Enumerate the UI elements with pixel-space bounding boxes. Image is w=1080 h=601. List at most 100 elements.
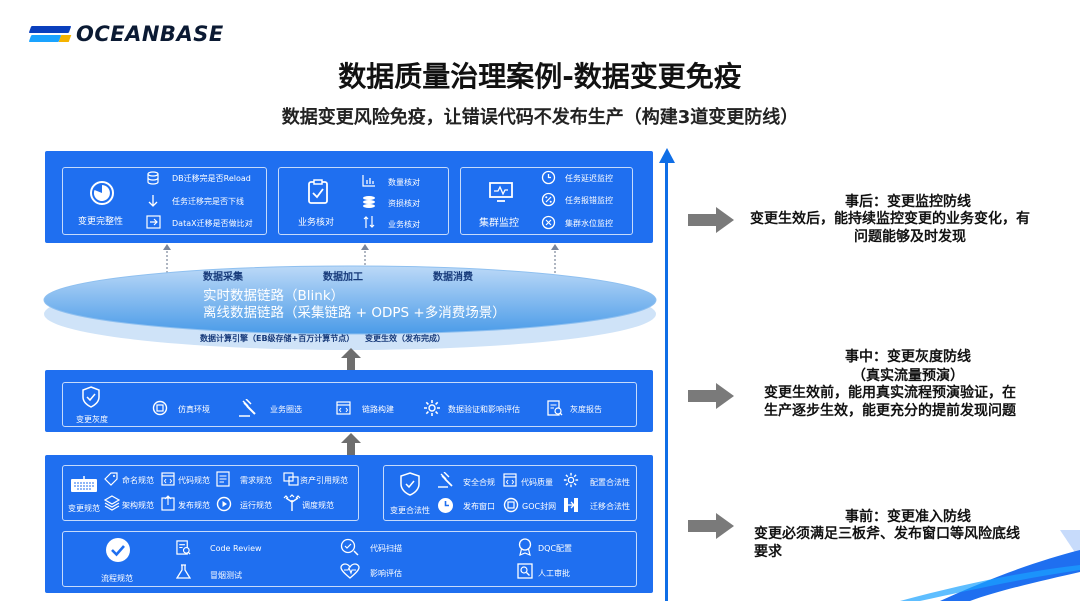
stop-circle-icon (503, 497, 519, 513)
gear-icon-2 (563, 472, 579, 488)
page-title: 数据质量治理案例-数据变更免疫 (338, 60, 742, 93)
during-title: 事中：变更灰度防线 (845, 349, 971, 365)
integrity-item-2: 任务迁移完是否下线 (172, 197, 244, 206)
gray-item-link: 链路构建 (362, 405, 394, 414)
gray-item-report: 灰度报告 (570, 405, 602, 414)
badge-icon (517, 538, 533, 556)
gear-icon (423, 399, 441, 417)
cluster-monitor-box (460, 167, 633, 235)
shield-check-icon-2 (400, 472, 420, 496)
coins-icon (362, 195, 376, 209)
spec-architecture: 架构规范 (122, 501, 154, 510)
database-icon (146, 171, 160, 185)
change-effective-note: 变更生效（发布完成） (365, 334, 445, 343)
verify-box (278, 167, 449, 235)
spec-naming: 命名规范 (122, 476, 154, 485)
after-line-1: 变更生效后，能持续监控变更的业务变化，有 (750, 211, 1030, 227)
ellipse-label-process: 数据加工 (323, 272, 363, 283)
arrow-right-before (688, 513, 734, 539)
compliance-code-quality: 代码质量 (521, 478, 553, 487)
close-circle-icon (541, 215, 556, 230)
verify-item-2: 资损核对 (388, 199, 420, 208)
keyboard-icon (70, 475, 98, 493)
compliance-config: 配置合法性 (590, 478, 630, 487)
ellipse-label-consume: 数据消费 (433, 272, 473, 283)
up-arrow-1 (341, 348, 361, 370)
integrity-label: 变更完整性 (78, 217, 124, 227)
spec-asset-ref: 资产引用规范 (300, 476, 348, 485)
process-dqc-config: DQC配置 (538, 544, 573, 553)
after-title: 事后：变更监控防线 (845, 194, 971, 210)
integrity-item-1: DB迁移完是否Reload (172, 174, 251, 183)
decorative-swoosh (900, 530, 1080, 601)
code-icon-2 (503, 473, 517, 487)
process-box (62, 531, 637, 587)
arrow-right-during (688, 383, 734, 409)
up-arrow-2 (341, 433, 361, 455)
during-line-2: 生产逐步生效，能更充分的提前发现问题 (764, 403, 1016, 419)
code-icon (161, 472, 175, 486)
during-line-1: 变更生效前，能用真实流程预演验证，在 (764, 385, 1016, 401)
gray-item-simulation: 仿真环境 (178, 405, 210, 414)
compute-engine-note: 数据计算引擎（EB级存储+百万计算节点） (200, 334, 355, 343)
compliance-box (383, 465, 637, 521)
gray-item-validate: 数据验证和影响评估 (448, 405, 520, 414)
branch-icon (283, 494, 301, 512)
spec-label: 变更规范 (68, 504, 100, 513)
logo-text: OCEANBASE (76, 22, 224, 46)
scan-shield-icon (340, 538, 360, 556)
process-smoke-test: 冒烟测试 (210, 571, 242, 580)
check-circle-icon (105, 537, 131, 563)
migrate-icon (146, 215, 161, 229)
after-line-2: 问题能够及时发现 (854, 229, 966, 245)
before-line-2: 要求 (754, 544, 782, 560)
process-impact-eval: 影响评估 (370, 569, 402, 578)
before-line-1: 变更必须满足三板斧、发布窗口等风险底线 (754, 526, 1020, 542)
monitor-item-2: 任务报错监控 (565, 196, 613, 205)
verify-label: 业务核对 (298, 218, 335, 228)
realtime-pipeline-text: 实时数据链路（Blink） (203, 288, 345, 304)
integrity-item-3: DataX迁移是否做比对 (172, 219, 253, 228)
compliance-migration: 迁移合法性 (590, 502, 630, 511)
spec-code: 代码规范 (178, 476, 210, 485)
process-code-review: Code Review (210, 544, 262, 553)
verify-item-3: 业务核对 (388, 220, 420, 229)
clipboard-check-icon (307, 179, 329, 205)
page-subtitle: 数据变更风险免疫，让错误代码不发布生产（构建3道变更防线） (281, 107, 799, 128)
admission-panel (45, 455, 653, 593)
layers-icon (104, 495, 120, 511)
gray-release-label: 变更灰度 (76, 415, 108, 424)
gray-item-scope: 业务圈选 (270, 405, 302, 414)
link-copy-icon (283, 472, 299, 486)
document-icon (216, 471, 230, 487)
spec-requirement: 需求规范 (240, 476, 272, 485)
arrow-down-icon (147, 194, 159, 208)
shield-check-icon (82, 386, 100, 408)
search-doc-icon (176, 540, 191, 555)
sort-arrows-icon (363, 215, 375, 229)
code-window-icon (336, 401, 351, 415)
report-icon (547, 400, 563, 416)
during-subtitle: （真实流量预演） (852, 368, 964, 384)
offline-pipeline-text: 离线数据链路（采集链路 + ODPS +多消费场景） (203, 305, 506, 321)
data-pipeline-ellipse (43, 265, 657, 350)
spec-box (62, 465, 359, 521)
oceanbase-logo: OCEANBASE (28, 22, 224, 46)
monitor-icon (488, 181, 514, 203)
integrity-box (62, 167, 267, 235)
timeline-arrowhead (659, 148, 675, 163)
monitor-item-1: 任务延迟监控 (565, 174, 613, 183)
ellipse-label-collect: 数据采集 (203, 272, 243, 283)
timeline-line (665, 160, 668, 601)
monitor-item-3: 集群水位监控 (565, 219, 613, 228)
play-circle-icon (216, 496, 232, 512)
oceanbase-logo-icon (28, 22, 72, 46)
tag-icon (104, 472, 118, 486)
cluster-monitor-label: 集群监控 (479, 218, 519, 229)
spec-release: 发布规范 (178, 501, 210, 510)
approval-search-icon (517, 563, 533, 579)
compliance-security: 安全合规 (463, 478, 495, 487)
process-manual-approval: 人工审批 (538, 569, 570, 578)
compliance-goc-freeze: GOC封网 (522, 502, 557, 511)
clock-icon (541, 170, 556, 185)
